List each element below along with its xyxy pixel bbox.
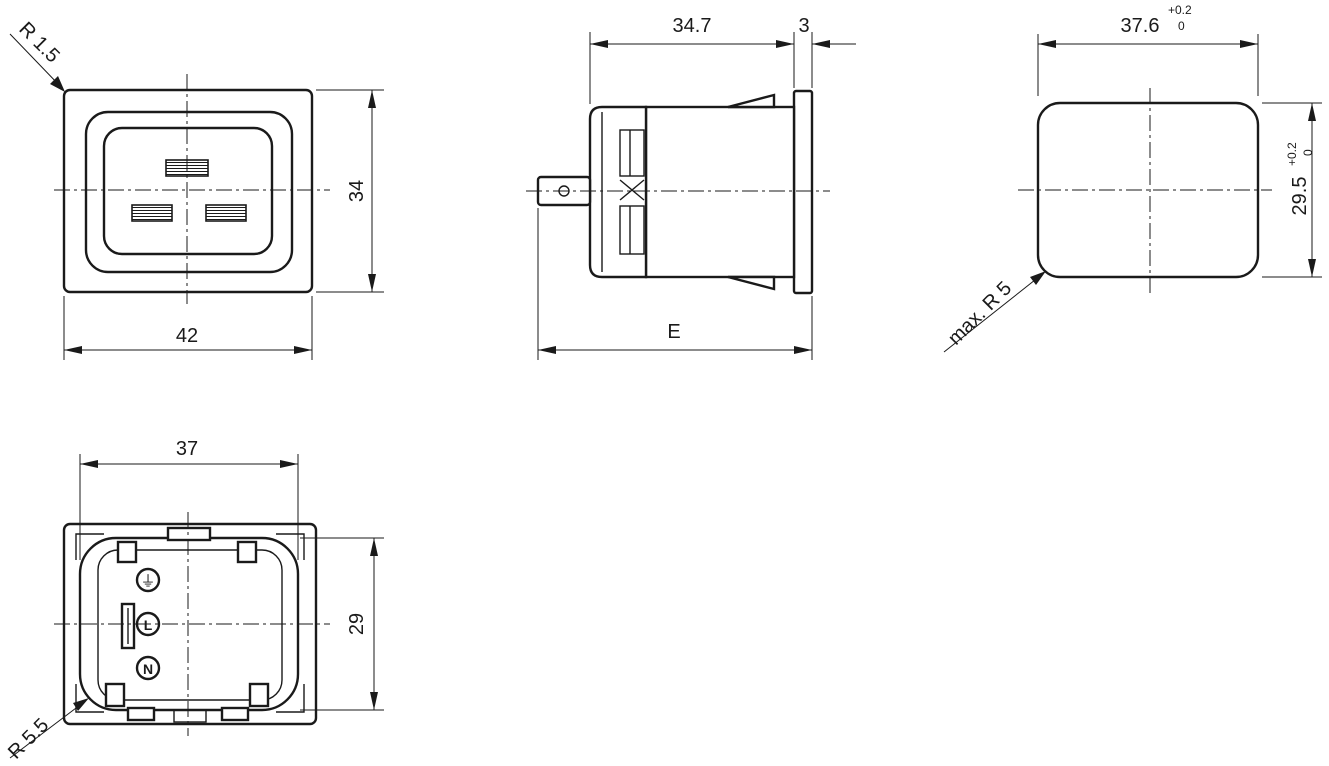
cutout-height-tol-lower: 0 — [1301, 149, 1315, 156]
cutout-height-label: 29.5 — [1289, 177, 1311, 216]
side-rear-body — [588, 105, 648, 279]
cutout-radius-leader — [943, 275, 1041, 353]
rear-height-label: 29 — [346, 613, 368, 635]
side-depth-label: 34.7 — [673, 15, 712, 37]
side-overall-label: E — [667, 321, 680, 343]
side-clip-lower — [619, 205, 645, 255]
side-housing — [644, 105, 796, 279]
side-depth-arrow-right — [776, 40, 794, 48]
cutout-width-label: 37.6 — [1121, 15, 1160, 37]
rear-radius-leader — [9, 701, 85, 759]
front-width-arrow-right — [294, 346, 312, 354]
earth-symbol-icon: ⏚ — [140, 573, 155, 590]
front-view: R 1.5 42 34 — [9, 18, 384, 360]
line-slot — [131, 204, 173, 222]
rear-corner-tl — [75, 533, 104, 560]
side-flange — [792, 89, 814, 295]
line-terminal-label: L — [144, 617, 153, 633]
front-radius-label: R 1.5 — [14, 18, 63, 67]
side-overall-arrow-left — [538, 346, 556, 354]
front-radius-leader — [9, 33, 61, 87]
neutral-terminal — [135, 655, 161, 681]
rear-clip-tl — [116, 540, 138, 564]
rear-body-inner — [97, 549, 283, 701]
rear-width-arrow-left — [80, 460, 98, 468]
rear-corner-bl — [75, 684, 104, 713]
neutral-slot — [205, 204, 247, 222]
front-width-label: 42 — [176, 325, 198, 347]
front-height-label: 34 — [346, 180, 368, 202]
front-height-arrow-bottom — [368, 274, 376, 292]
side-depth-arrow-left — [590, 40, 608, 48]
side-clip-diag-2 — [619, 179, 645, 201]
rear-height-arrow-top — [370, 538, 378, 556]
rear-clip-bl — [104, 682, 126, 708]
cutout-radius-label: max. R 5 — [944, 277, 1016, 349]
rear-bottom-tab-left — [126, 706, 156, 722]
rear-width-label: 37 — [176, 438, 198, 460]
panel-cutout: 37.6 +0.2 0 29.5 +0.2 0 max. R 5 — [943, 3, 1322, 353]
cutout-height-arrow-top — [1308, 103, 1316, 121]
rear-radius-arrow — [73, 698, 89, 711]
side-clip-upper — [619, 129, 645, 177]
cutout-width-tol-lower: 0 — [1178, 19, 1185, 33]
rear-top-tab — [166, 526, 212, 542]
rear-view: ⏚ L N 37 29 R 5.5 — [4, 438, 384, 764]
cutout-width-tol-upper: +0.2 — [1168, 3, 1192, 17]
neutral-terminal-label: N — [143, 661, 153, 677]
rear-bottom-tab-right — [220, 706, 250, 722]
earth-terminal — [135, 567, 161, 593]
rear-corner-tr — [276, 533, 305, 560]
front-socket-opening — [102, 126, 274, 256]
front-width-arrow-left — [64, 346, 82, 354]
side-latch-top — [727, 93, 776, 109]
cutout-height-tol-upper: +0.2 — [1285, 142, 1299, 166]
side-overall-arrow-right — [794, 346, 812, 354]
side-flange-arrow-left — [812, 40, 830, 48]
side-latch-bottom — [727, 275, 776, 291]
cutout-width-arrow-right — [1240, 40, 1258, 48]
rear-radius-label: R 5.5 — [4, 714, 53, 763]
rear-width-arrow-right — [280, 460, 298, 468]
rear-corner-br — [276, 684, 305, 713]
cutout-width-arrow-left — [1038, 40, 1056, 48]
side-flange-label: 3 — [798, 15, 809, 37]
rear-bottom-tab-center — [173, 709, 207, 723]
front-radius-arrow — [50, 76, 65, 92]
rear-height-arrow-bottom — [370, 692, 378, 710]
side-view: 34.7 3 E — [526, 15, 856, 360]
rear-clip-br — [248, 682, 270, 708]
front-height-arrow-top — [368, 90, 376, 108]
cutout-radius-arrow — [1030, 271, 1046, 285]
rear-clip-tr — [236, 540, 258, 564]
cutout-height-arrow-bottom — [1308, 259, 1316, 277]
